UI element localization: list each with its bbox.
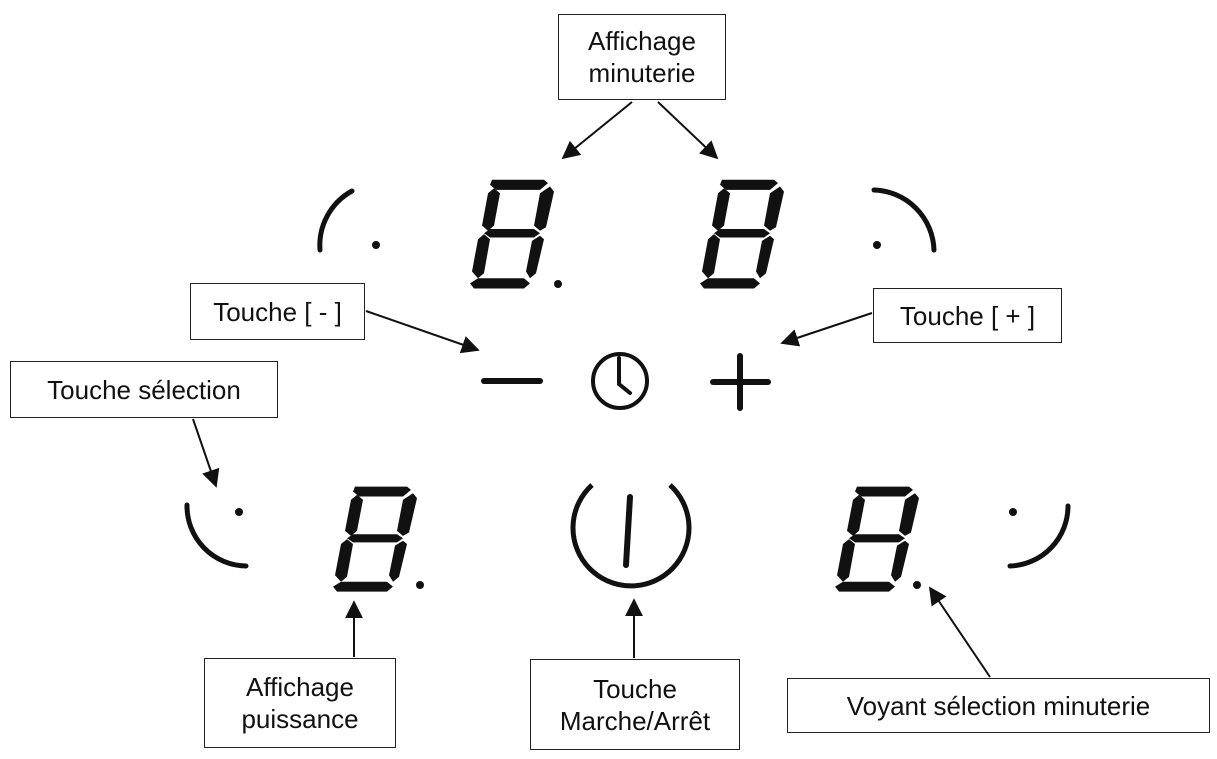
top-right-arc xyxy=(871,187,937,253)
power-icon[interactable] xyxy=(570,482,692,589)
label-timer-display: Affichage minuterie xyxy=(558,14,726,100)
selection-arc-left[interactable] xyxy=(184,502,249,569)
top-left-arc xyxy=(317,188,355,253)
top-left-dot xyxy=(372,241,380,249)
label-timer-display-line1: Affichage xyxy=(588,26,696,56)
top-right-dot xyxy=(873,241,881,249)
power-decimal-point xyxy=(416,581,424,589)
label-plus-key: Touche [ + ] xyxy=(873,288,1062,343)
label-select-key-text: Touche sélection xyxy=(47,374,241,405)
timer-decimal-point-left xyxy=(554,280,562,288)
label-minus-key-text: Touche [ - ] xyxy=(213,296,342,327)
label-onoff-key-line2: Marche/Arrêt xyxy=(559,705,711,736)
plus-icon[interactable] xyxy=(710,353,771,411)
timer-zone-digit xyxy=(835,486,919,592)
label-power-display: Affichage puissance xyxy=(204,658,396,748)
timer-digit-left xyxy=(470,179,554,289)
label-plus-key-text: Touche [ + ] xyxy=(899,300,1036,331)
label-power-display-line2: puissance xyxy=(241,704,359,734)
power-level-digit xyxy=(333,486,417,592)
label-minus-key: Touche [ - ] xyxy=(190,283,365,340)
clock-icon[interactable] xyxy=(591,352,649,410)
label-timer-display-line2: minuterie xyxy=(588,58,696,88)
label-select-key: Touche sélection xyxy=(10,361,278,418)
label-timer-led-text: Voyant sélection minuterie xyxy=(846,690,1151,721)
label-timer-led: Voyant sélection minuterie xyxy=(787,678,1210,733)
label-onoff-key: Touche Marche/Arrêt xyxy=(530,659,740,750)
arrow-timer-left xyxy=(561,101,633,160)
arrow-select xyxy=(192,418,220,488)
label-power-display-line1: Affichage xyxy=(246,672,354,702)
selection-dot-left xyxy=(235,508,243,516)
timer-digit-right xyxy=(700,179,784,289)
selection-dot-right xyxy=(1009,508,1017,516)
selection-arc-right[interactable] xyxy=(1007,503,1071,569)
label-onoff-key-line1: Touche xyxy=(593,673,677,704)
arrow-minus xyxy=(365,310,480,354)
arrow-plus xyxy=(780,312,873,347)
timer-selection-led xyxy=(913,581,921,589)
arrow-timer-led xyxy=(928,586,991,678)
arrow-timer-right xyxy=(657,101,719,160)
